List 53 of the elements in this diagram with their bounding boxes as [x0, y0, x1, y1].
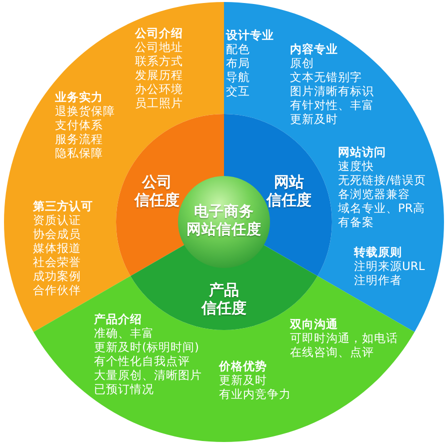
category-label: 公司信任度	[134, 173, 180, 209]
list-item: 员工照片	[135, 96, 183, 110]
section-heading: 业务实力	[55, 90, 103, 104]
list-item: 速度快	[338, 159, 374, 173]
list-item: 图片清晰有标识	[290, 84, 374, 98]
list-item: 资质认证	[33, 213, 81, 227]
category-label: 产品信任度	[202, 281, 246, 317]
section-heading: 内容专业	[290, 42, 338, 56]
list-item: 域名专业、PR高	[338, 201, 425, 215]
section-heading: 第三方认可	[33, 199, 93, 213]
list-item: 注明作者	[354, 273, 402, 287]
list-item: 布局	[226, 56, 250, 70]
list-item: 社会荣誉	[33, 255, 81, 269]
list-item: 已预订情况	[94, 382, 154, 396]
category-label: 网站信任度	[266, 173, 312, 209]
list-item: 发展历程	[135, 68, 183, 82]
section-heading: 公司介绍	[135, 26, 183, 40]
section-heading: 网站访问	[338, 145, 386, 159]
list-item: 办公环境	[135, 82, 183, 96]
section-heading: 价格优势	[219, 359, 267, 373]
list-item: 有备案	[338, 215, 374, 229]
list-item: 支付体系	[55, 118, 103, 132]
list-item: 有针对性、丰富	[290, 98, 374, 112]
list-item: 公司地址	[135, 40, 183, 54]
list-item: 有业内竞争力	[219, 387, 291, 401]
center-title: 电子商务网站信任度	[186, 203, 262, 239]
description-text: 可即时沟通，如电话在线咨询、点评	[290, 331, 399, 359]
list-item: 退换货保障	[55, 104, 115, 118]
list-item: 协会成员	[33, 227, 81, 241]
list-item: 服务流程	[55, 132, 103, 146]
list-item: 合作伙伴	[33, 283, 81, 297]
section-heading: 设计专业	[226, 28, 274, 42]
list-item: 有个性化自我点评	[94, 354, 190, 368]
list-item: 更新及时	[219, 373, 267, 387]
list-item: 注明来源URL	[354, 259, 425, 273]
list-item: 联系方式	[135, 54, 183, 68]
list-item: 无死链接/错误页	[338, 173, 426, 187]
list-item: 各浏览器兼容	[338, 187, 410, 201]
list-item: 更新及时	[290, 112, 338, 126]
list-item: 更新及时(标明时间)	[94, 340, 199, 354]
section-heading: 双向沟通	[290, 317, 338, 331]
list-item: 文本无错别字	[290, 70, 362, 84]
list-item: 准确、丰富	[94, 326, 154, 340]
section-heading: 转载原则	[354, 245, 402, 259]
list-item: 大量原创、清晰图片	[94, 368, 202, 382]
list-item: 交互	[226, 84, 250, 98]
list-item: 原创	[290, 56, 314, 70]
list-item: 隐私保障	[55, 146, 103, 160]
list-item: 配色	[226, 42, 250, 56]
list-item: 导航	[226, 70, 250, 84]
list-item: 媒体报道	[33, 241, 81, 255]
list-item: 成功案例	[33, 269, 81, 283]
section-heading: 产品介绍	[94, 312, 142, 326]
